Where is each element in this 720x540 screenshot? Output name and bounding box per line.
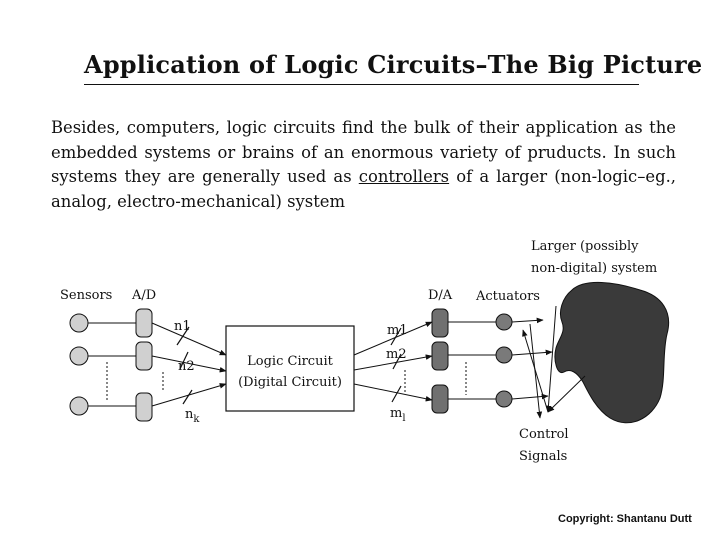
da-label: D/A (428, 288, 453, 303)
actuator-circle (495, 346, 513, 364)
bus-slash (176, 326, 190, 346)
input-bus-label-k: nk (185, 407, 200, 425)
output-bus-label-1: m1 (387, 323, 408, 338)
control-signal-arrow (529, 323, 543, 419)
sensor-circle (69, 346, 89, 366)
actuators-label: Actuators (475, 289, 540, 304)
da-converter (431, 384, 449, 414)
input-bus-line (151, 355, 227, 373)
bus-slash (391, 385, 402, 403)
input-bus-label-1: n1 (174, 319, 191, 334)
actuator-circle (495, 390, 513, 408)
ad-converter (135, 341, 153, 371)
bus-slash (182, 389, 193, 405)
logic-circuit-subtitle: (Digital Circuit) (238, 375, 342, 390)
system-label-line2: non-digital) system (531, 261, 657, 276)
input-bus-label-2: n2 (178, 359, 195, 374)
body-paragraph: Besides, computers, logic circuits find … (51, 116, 676, 214)
bus-slash (392, 353, 402, 370)
control-signal-arrow (545, 305, 557, 413)
ad-converter (135, 308, 153, 338)
output-bus-label-l: ml (390, 406, 406, 424)
logic-circuit-box (225, 325, 355, 412)
actuator-to-system-arrow (511, 317, 544, 324)
output-bus-line (353, 321, 433, 356)
control-signals-line1: Control (519, 427, 569, 442)
ad-label: A/D (131, 288, 156, 303)
title-underline (84, 84, 639, 85)
control-signals-line2: Signals (519, 449, 567, 464)
output-bus-line (353, 354, 433, 371)
larger-system-blob (554, 281, 670, 424)
input-bus-line (151, 322, 227, 356)
ad-converter (135, 392, 153, 422)
sensor-circle (69, 313, 89, 333)
copyright-notice: Copyright: Shantanu Dutt (558, 513, 692, 525)
logic-circuit-title: Logic Circuit (247, 354, 333, 369)
control-signal-arrow (547, 375, 586, 413)
slide-title: Application of Logic Circuits–The Big Pi… (84, 50, 703, 79)
da-converter-group (431, 308, 467, 414)
paragraph-text-after: of a larger (non-logic–eg., analog, elec… (51, 167, 677, 211)
bus-slash (179, 351, 189, 370)
paragraph-emphasis-controllers: controllers (358, 167, 450, 186)
actuator-to-system-arrow (511, 349, 553, 356)
ad-converter-group (135, 308, 164, 422)
actuator-circle (495, 313, 513, 331)
da-converter (431, 341, 449, 371)
sensor-group (69, 313, 108, 416)
actuator-group (495, 313, 513, 408)
sensors-label: Sensors (60, 288, 112, 303)
paragraph-text-before: Besides, computers, logic circuits find … (51, 118, 676, 186)
actuator-to-system-arrow (511, 393, 549, 400)
output-bus-label-2: m2 (386, 347, 407, 362)
bus-slash (390, 327, 402, 346)
sensor-circle (69, 396, 89, 416)
da-converter (431, 308, 449, 338)
system-label-line1: Larger (possibly (531, 239, 639, 254)
output-bus-line (353, 383, 433, 402)
